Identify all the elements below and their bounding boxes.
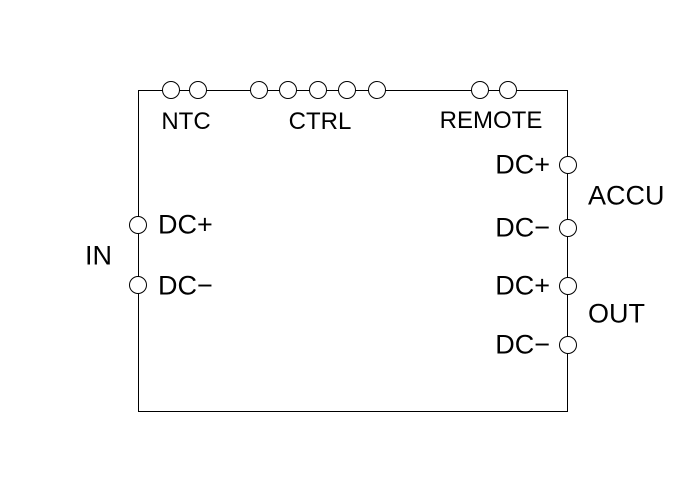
remote-group-label: REMOTE (439, 107, 543, 134)
ntc-group-label: NTC (161, 108, 211, 135)
terminal-remote-1 (471, 81, 489, 99)
terminal-ctrl-4 (338, 81, 356, 99)
terminal-accu-dc-minus (559, 219, 577, 237)
terminal-accu-dc-plus (559, 156, 577, 174)
out-dc-minus-label: DC− (495, 329, 550, 360)
terminal-out-dc-minus (559, 336, 577, 354)
terminal-ntc-1 (162, 81, 180, 99)
out-group-label: OUT (588, 298, 645, 329)
terminal-ntc-2 (189, 81, 207, 99)
accu-group-label: ACCU (588, 180, 665, 211)
accu-dc-minus-label: DC− (495, 212, 550, 243)
terminal-in-dc-plus (129, 216, 147, 234)
accu-dc-plus-label: DC+ (495, 149, 550, 180)
device-outline (138, 90, 568, 412)
terminal-ctrl-5 (368, 81, 386, 99)
ctrl-group-label: CTRL (288, 108, 352, 135)
terminal-ctrl-2 (279, 81, 297, 99)
in-group-label: IN (85, 240, 112, 271)
out-dc-plus-label: DC+ (495, 270, 550, 301)
terminal-ctrl-3 (309, 81, 327, 99)
terminal-remote-2 (499, 81, 517, 99)
terminal-out-dc-plus (559, 277, 577, 295)
in-dc-plus-label: DC+ (158, 209, 213, 240)
in-dc-minus-label: DC− (158, 270, 213, 301)
terminal-in-dc-minus (129, 276, 147, 294)
terminal-ctrl-1 (250, 81, 268, 99)
